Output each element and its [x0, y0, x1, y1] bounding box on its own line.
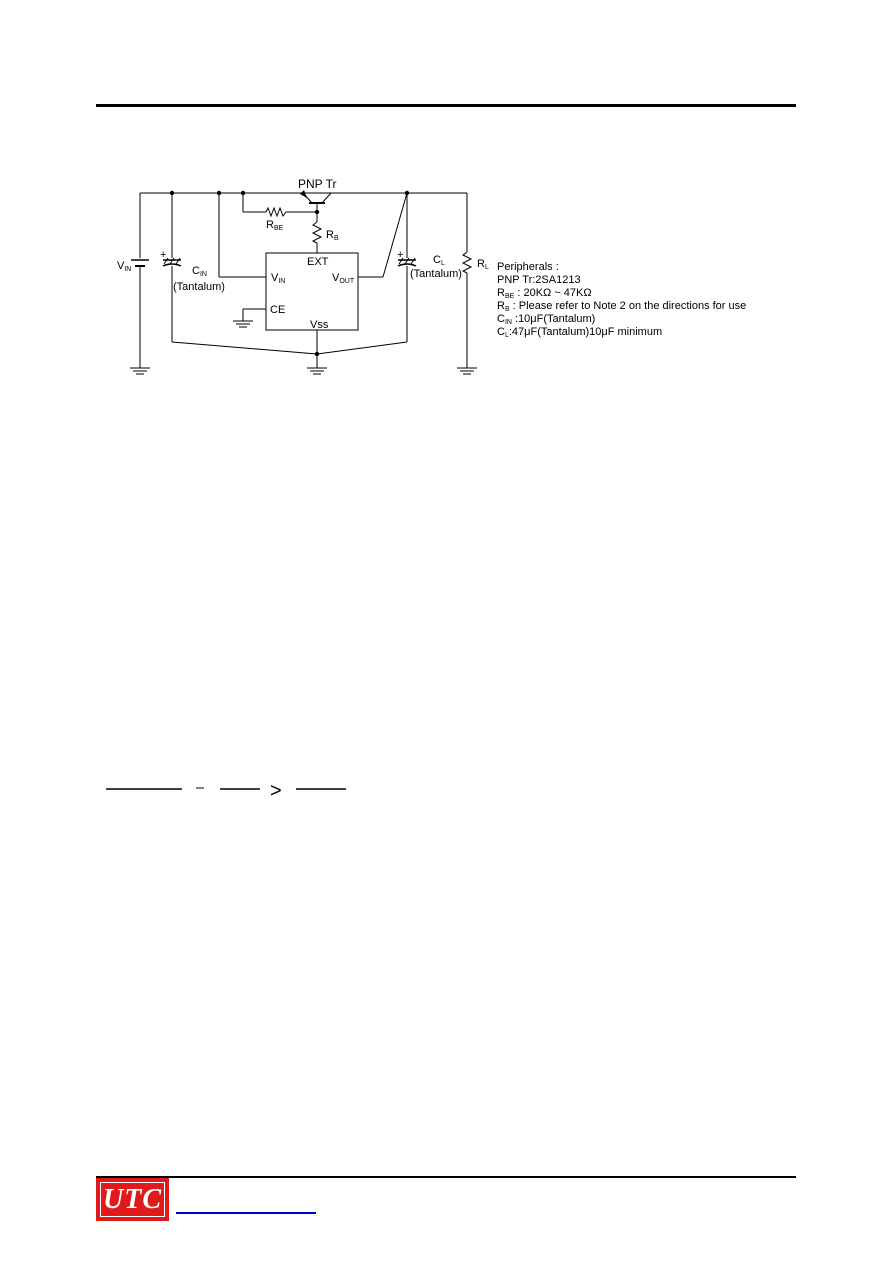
- cin-hatch-2: [169, 257, 175, 265]
- vin-label: VIN: [117, 260, 131, 273]
- pnp-collector: [321, 192, 332, 204]
- vout-pin-label: VOUT: [332, 272, 355, 285]
- ground-symbol-rl: [457, 367, 477, 375]
- peripherals-heading: Peripherals :: [497, 261, 559, 273]
- ground-wire-right: [316, 341, 408, 355]
- junction-dot: [314, 351, 320, 357]
- cin-hatch-1: [163, 257, 169, 265]
- cl-label: CL: [433, 254, 445, 267]
- logo-frame: [100, 1182, 165, 1217]
- junction-dot: [314, 209, 320, 215]
- cl-plus-label: +: [397, 249, 403, 261]
- ce-pin-label: CE: [270, 304, 285, 316]
- footer-link[interactable]: [176, 1212, 316, 1214]
- cl-type-label: (Tantalum): [410, 268, 462, 280]
- formula-fragment: >: [106, 780, 346, 802]
- rbe-label: RBE: [266, 219, 284, 232]
- circuit-diagram: PNP Tr RB RBE EXT VIN VOUT CE Vss VIN CI…: [117, 177, 746, 375]
- junction-dot: [240, 190, 246, 196]
- ground-symbol-vin: [130, 367, 150, 375]
- ground-wire-left: [171, 341, 318, 355]
- peripherals-line-3: RB : Please refer to Note 2 on the direc…: [497, 300, 746, 313]
- ground-symbol-vss: [307, 367, 327, 375]
- cin-plate-bottom: [162, 263, 182, 267]
- ext-pin-label: EXT: [307, 256, 329, 268]
- utc-logo: UTC: [96, 1178, 169, 1221]
- junction-dot: [216, 190, 222, 196]
- header-rule: [96, 104, 796, 107]
- junction-dot: [169, 190, 175, 196]
- junction-dot: [404, 190, 410, 196]
- greater-than-sign: >: [270, 780, 282, 802]
- vout-wire-diag: [382, 192, 408, 278]
- cl-hatch-1: [398, 257, 404, 265]
- cin-label: CIN: [192, 265, 207, 278]
- vss-pin-label: Vss: [310, 319, 329, 331]
- rl-resistor: [461, 251, 473, 274]
- peripherals-line-4: CIN :10μF(Tantalum): [497, 313, 595, 326]
- rbe-resistor: [265, 206, 287, 218]
- rb-resistor: [311, 221, 323, 244]
- pnp-emitter-arrow: [300, 190, 307, 198]
- peripherals-line-1: PNP Tr:2SA1213: [497, 274, 581, 286]
- rl-label: RL: [477, 258, 489, 271]
- cl-hatch-2: [404, 257, 410, 265]
- rb-label: RB: [326, 229, 339, 242]
- footer-rule: [96, 1176, 796, 1178]
- cin-type-label: (Tantalum): [173, 281, 225, 293]
- vin-pin-label: VIN: [271, 272, 285, 285]
- cl-plate-bottom: [397, 263, 417, 267]
- pnp-label: PNP Tr: [298, 177, 336, 191]
- cin-plus-label: +: [160, 249, 166, 261]
- peripherals-line-2: RBE : 20KΩ ~ 47KΩ: [497, 287, 592, 300]
- ic-box: [265, 252, 359, 331]
- logo-text: UTC: [103, 1183, 162, 1215]
- cl-hatch-3: [410, 257, 416, 265]
- cin-hatch-3: [175, 257, 181, 265]
- peripherals-line-5: CL:47μF(Tantalum)10μF minimum: [497, 326, 662, 339]
